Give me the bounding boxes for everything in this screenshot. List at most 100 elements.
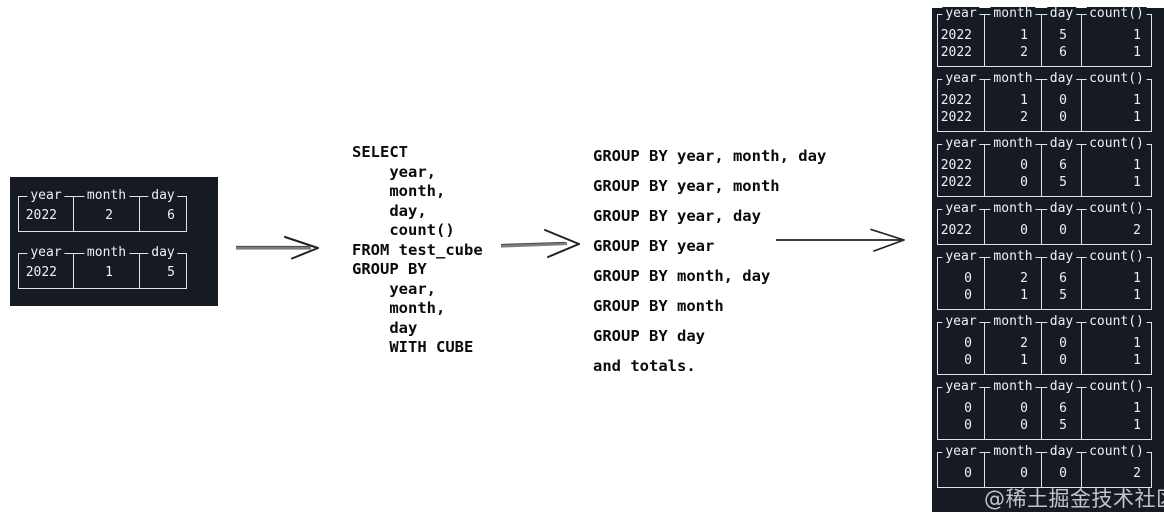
column-header: day (1046, 137, 1077, 151)
groupby-line: GROUP BY year, day (593, 207, 761, 225)
table-cell: 1 (1133, 271, 1141, 286)
table-cell: 5 (1059, 175, 1067, 190)
column-header: month (990, 315, 1036, 329)
column-header: day (1046, 7, 1077, 21)
column-header: year (942, 72, 980, 86)
table-cell: 0 (1059, 223, 1067, 238)
column-header: month (990, 380, 1036, 394)
table-column: count() 2 (1081, 445, 1151, 487)
sql-line: day, (352, 201, 427, 220)
table-cell: 2022 (940, 45, 972, 60)
table-cell: 0 (964, 353, 972, 368)
column-header: month (990, 250, 1036, 264)
table-cell: 0 (964, 401, 972, 416)
sql-query-code: SELECT year, month, day, count()FROM tes… (352, 143, 483, 358)
column-header: year (942, 137, 980, 151)
column-header: year (942, 380, 980, 394)
column-header: month (83, 189, 130, 203)
table-cell: 6 (167, 208, 175, 223)
table-cell: 1 (1020, 28, 1028, 43)
groupby-line: GROUP BY year, month (593, 177, 780, 195)
column-header: month (990, 445, 1036, 459)
sql-line: year, (352, 162, 436, 181)
column-header: count() (1086, 72, 1147, 86)
column-header: count() (1086, 202, 1147, 216)
column-header: month (990, 72, 1036, 86)
table-cell: 6 (1059, 158, 1067, 173)
sql-line: month, (352, 299, 446, 317)
table-column: year 0 (938, 445, 984, 487)
table-cell: 1 (1020, 288, 1028, 303)
table-column: day 6 5 (1041, 137, 1081, 196)
column-header: year (942, 202, 980, 216)
column-header: year (942, 445, 980, 459)
groupby-line: GROUP BY year (593, 237, 715, 255)
column-header: day (1046, 315, 1077, 329)
table-cell: 1 (1020, 93, 1028, 108)
table-cell: 0 (1059, 353, 1067, 368)
table-cell: 2 (1020, 110, 1028, 125)
table-cell: 0 (1020, 418, 1028, 433)
right-arrow-icon (776, 228, 905, 252)
column-header: day (1046, 72, 1077, 86)
table-cell: 1 (1133, 110, 1141, 125)
table-cell: 2022 (940, 175, 972, 190)
table-cell: 2 (1133, 466, 1141, 481)
sql-line: year, (352, 279, 436, 298)
watermark: @稀土掘金技术社区 (984, 487, 1164, 511)
sql-line: day (352, 318, 418, 337)
table-cell: 2022 (25, 208, 57, 223)
table-cell: 2022 (940, 28, 972, 43)
table-cell: 5 (1059, 28, 1067, 43)
table-cell: 2022 (25, 265, 57, 280)
table-cell: 0 (1059, 110, 1067, 125)
table-cell: 0 (964, 288, 972, 303)
right-arrow-icon (500, 229, 580, 258)
column-header: day (1046, 380, 1077, 394)
column-header: month (990, 7, 1036, 21)
table-cell: 1 (105, 265, 113, 280)
table-column: year 2022 (19, 189, 73, 231)
table-cell: 0 (964, 271, 972, 286)
table-cell: 1 (1133, 353, 1141, 368)
table-cell: 0 (964, 336, 972, 351)
table-cell: 0 (1020, 175, 1028, 190)
column-header: count() (1086, 445, 1147, 459)
sql-line: SELECT (352, 143, 408, 161)
column-header: count() (1086, 137, 1147, 151)
table-cell: 2 (1133, 223, 1141, 238)
column-header: year (27, 189, 65, 203)
column-header: year (27, 246, 65, 260)
table-cell: 0 (964, 466, 972, 481)
table-cell: 1 (1133, 401, 1141, 416)
table-cell: 0 (1059, 336, 1067, 351)
column-header: month (990, 202, 1036, 216)
right-arrow-icon (236, 236, 319, 260)
table-cell: 5 (1059, 288, 1067, 303)
